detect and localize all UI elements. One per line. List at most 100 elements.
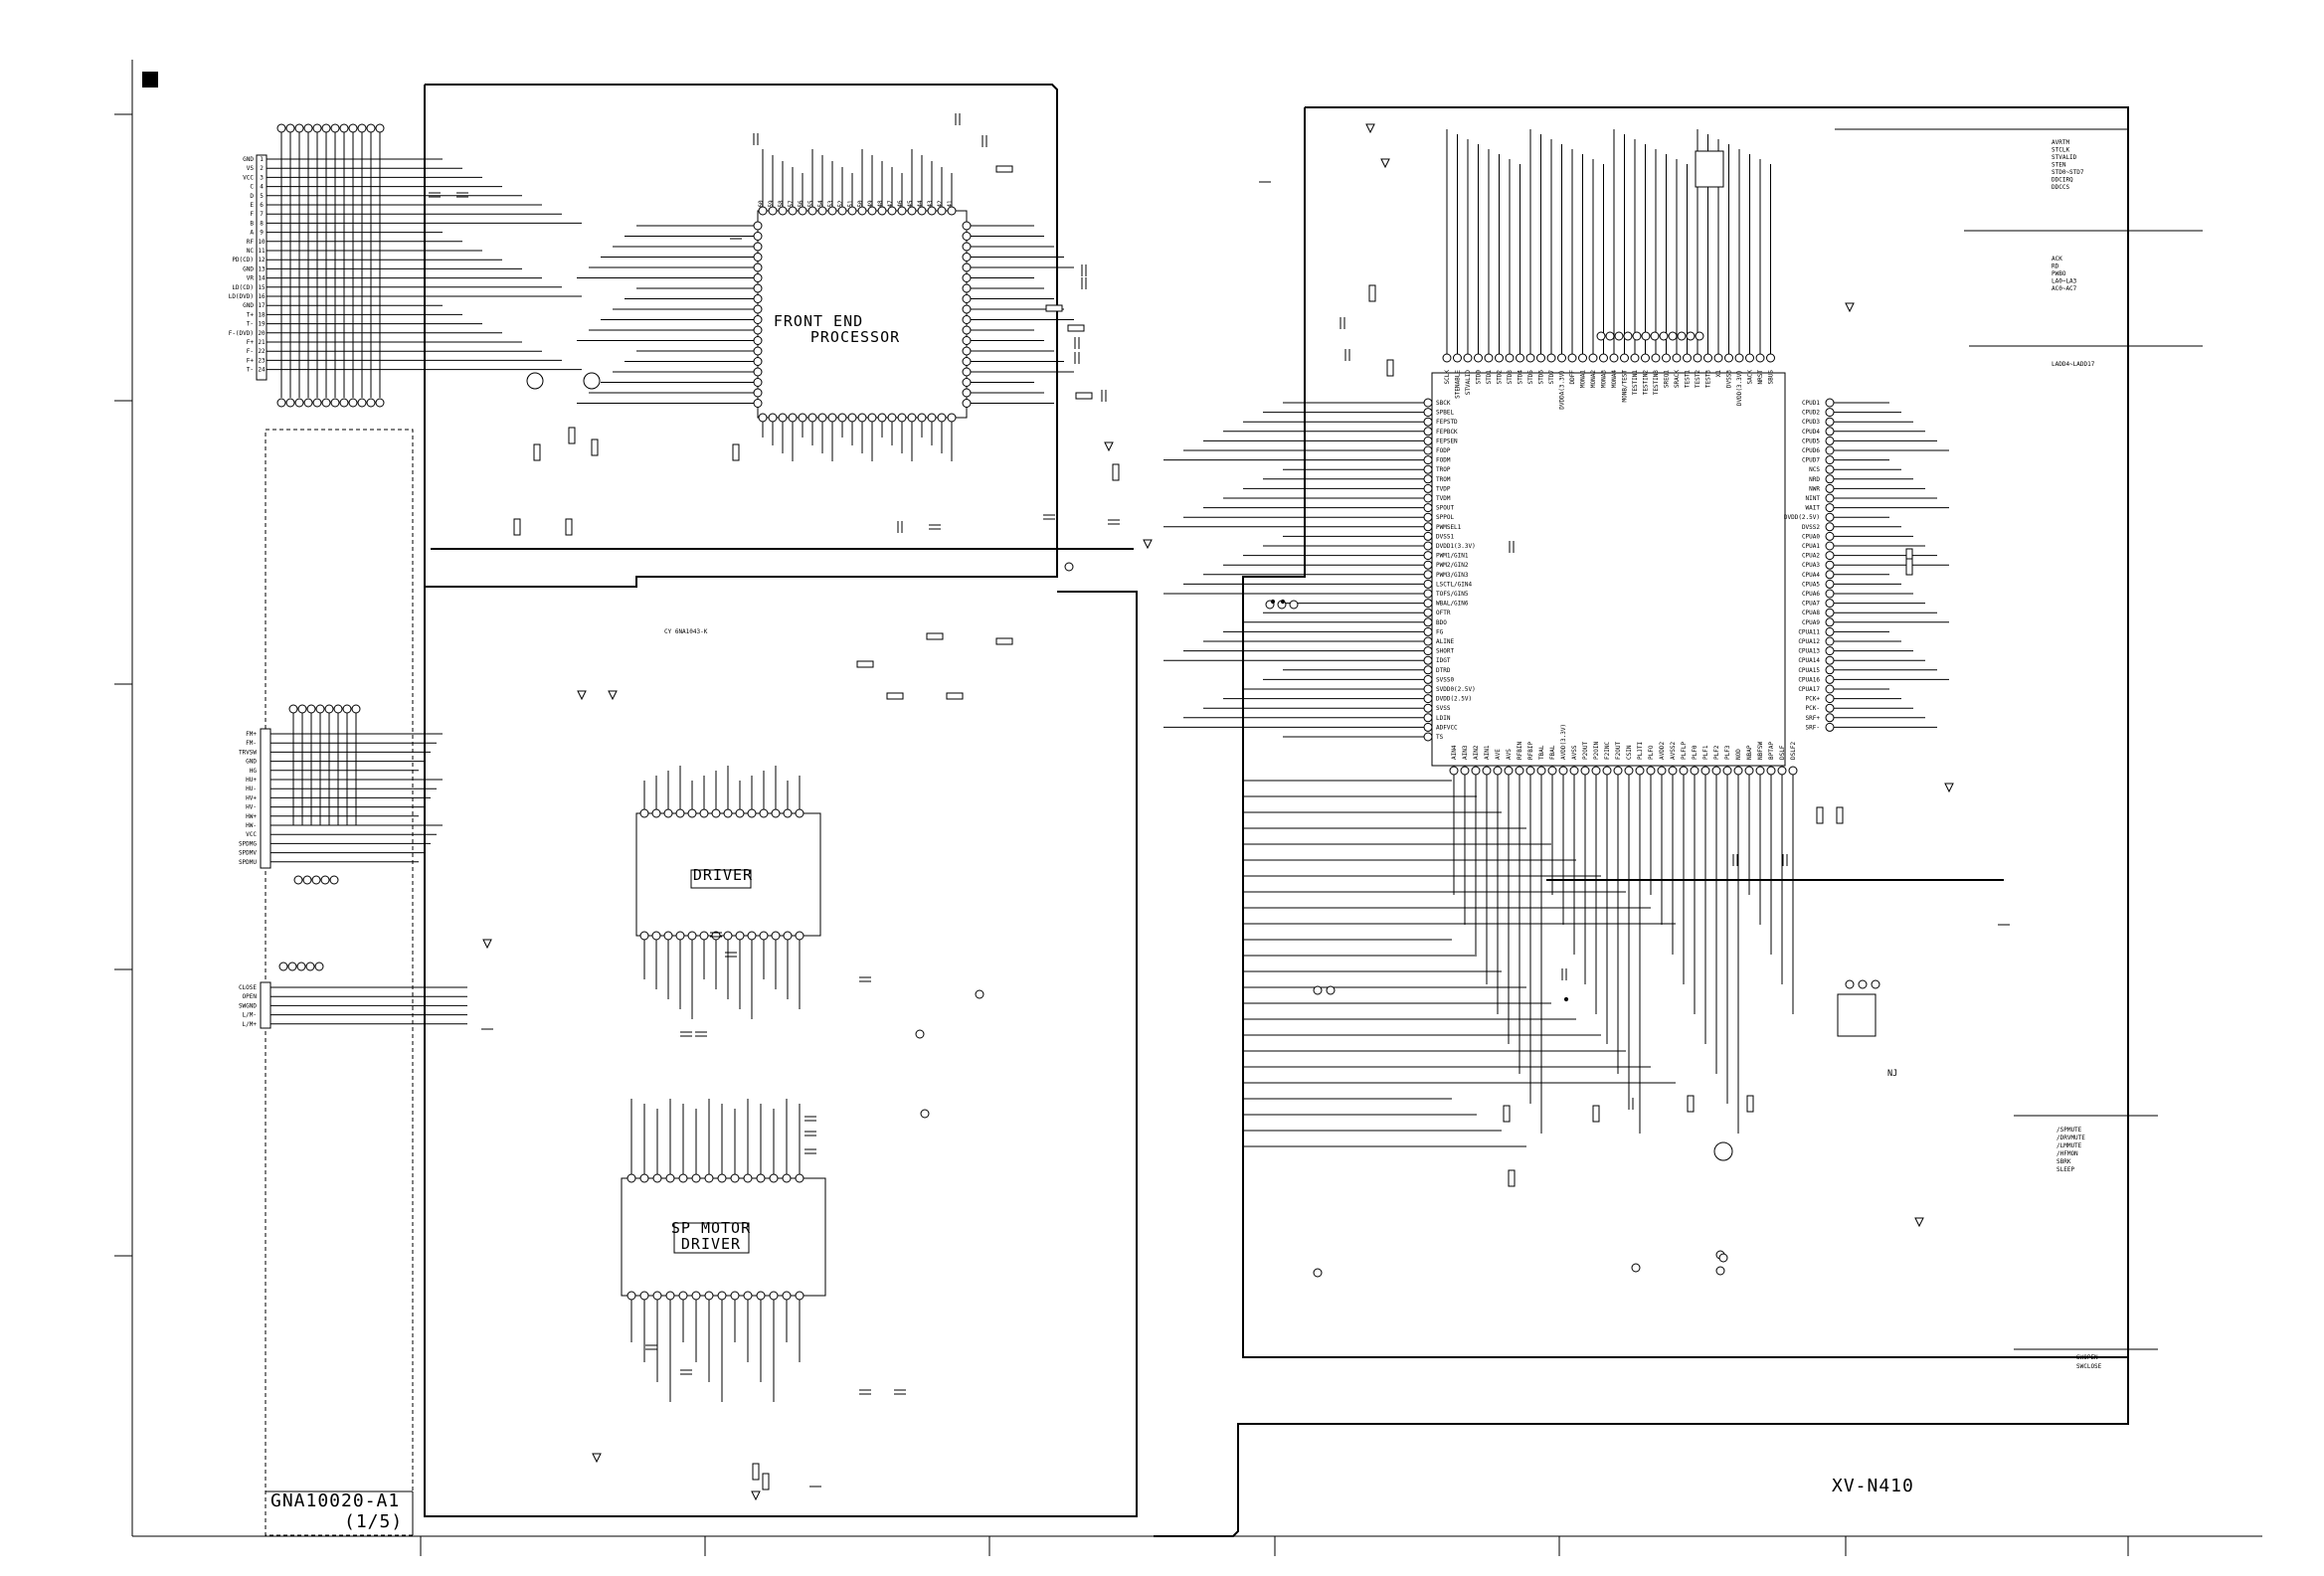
- cn1-pin-number: 10: [258, 239, 266, 246]
- test-point: [1536, 353, 1545, 363]
- test-point: [907, 206, 917, 216]
- dsp-right-pin: NWR: [1809, 485, 1820, 492]
- dsp-left-pin: ADFVCC: [1436, 724, 1458, 731]
- dsp-bottom-pin: FBAL: [1549, 745, 1556, 760]
- test-point: [375, 398, 385, 408]
- dsp-ic: [1431, 372, 1786, 767]
- test-point: [1602, 766, 1612, 776]
- test-point: [1599, 353, 1608, 363]
- test-point: [665, 1173, 675, 1183]
- test-point: [1825, 570, 1835, 580]
- test-point: [877, 413, 887, 423]
- test-point: [297, 704, 307, 714]
- dsp-left-pin: FEPSEN: [1436, 438, 1458, 444]
- test-point: [753, 273, 763, 282]
- test-point: [962, 273, 972, 282]
- dsp-top-pin: STD6: [1538, 370, 1545, 385]
- test-point: [329, 875, 339, 885]
- test-point: [1825, 684, 1835, 694]
- dsp-top-pin: STD5: [1527, 370, 1534, 385]
- test-point: [1635, 766, 1645, 776]
- dsp-right-pin: CPUA0: [1802, 533, 1820, 540]
- dsp-left-pin: LDIN: [1436, 715, 1451, 722]
- test-point: [795, 1291, 804, 1301]
- cn1-pin-label: F-: [247, 348, 254, 355]
- test-point: [1423, 722, 1433, 732]
- test-point: [1463, 353, 1473, 363]
- test-point: [351, 704, 361, 714]
- dsp-top-pin: STD1: [1486, 370, 1493, 385]
- cn3-pin-label: CLOSE: [239, 984, 257, 991]
- test-point: [1423, 617, 1433, 627]
- resistor: [1075, 392, 1093, 400]
- connector-cn1: [256, 154, 268, 381]
- test-point: [691, 1291, 701, 1301]
- junction-dot: [1563, 996, 1569, 1002]
- supply-symbol: [608, 690, 618, 701]
- test-point: [1620, 353, 1629, 363]
- test-point: [1825, 417, 1835, 427]
- test-point: [1825, 626, 1835, 636]
- test-point: [339, 123, 349, 133]
- fep-pin-number: 58: [778, 200, 785, 208]
- dsp-top-pin: DVDD(3.3V): [1736, 370, 1743, 406]
- cn2-pin-label: HV-: [246, 804, 257, 811]
- bus-label: LADD4~LADD17: [2052, 361, 2095, 368]
- resistor: [1045, 304, 1063, 312]
- test-point: [1755, 353, 1765, 363]
- supply-symbol: [577, 690, 587, 701]
- test-point: [375, 123, 385, 133]
- dsp-bottom-pin: NBAP: [1746, 745, 1753, 760]
- dsp-right-pin: CPUD1: [1802, 400, 1820, 407]
- cn2-pin-label: HU-: [246, 786, 257, 792]
- test-point: [1700, 766, 1710, 776]
- test-point: [1423, 732, 1433, 742]
- dsp-right-pin: WAIT: [1806, 505, 1821, 512]
- cn1-pin-label: F+: [247, 339, 255, 346]
- test-point: [1657, 766, 1667, 776]
- test-point: [1718, 1253, 1728, 1263]
- dsp-top-pin: TEST1: [1685, 370, 1692, 388]
- test-point: [1460, 766, 1470, 776]
- supply-symbol: [1104, 441, 1114, 452]
- dsp-bottom-pin: AVE: [1495, 749, 1502, 760]
- test-point: [1651, 353, 1661, 363]
- cn2-pin-label: GND: [246, 759, 257, 766]
- test-point: [294, 123, 304, 133]
- dsp-left-pin: SPPOL: [1436, 514, 1454, 521]
- test-point: [723, 931, 733, 941]
- dsp-bottom-pin: TBAL: [1538, 745, 1545, 760]
- test-point: [1423, 483, 1433, 493]
- dsp-left-pin: TROP: [1436, 466, 1451, 473]
- test-point: [303, 123, 313, 133]
- cn1-pin-number: 22: [258, 348, 266, 355]
- dsp-top-pin: TESTIN2: [1643, 370, 1650, 396]
- test-point: [758, 206, 768, 216]
- test-point: [1825, 464, 1835, 474]
- test-point: [711, 808, 721, 818]
- resistor: [1592, 1105, 1600, 1123]
- cn1-pin-label: T+: [247, 311, 255, 318]
- test-point: [962, 367, 972, 377]
- test-point: [937, 413, 947, 423]
- test-point: [1755, 766, 1765, 776]
- test-point: [1744, 766, 1754, 776]
- connector-cn3: [260, 981, 271, 1029]
- test-point: [699, 808, 709, 818]
- dsp-left-pin: WBAL/GIN6: [1436, 601, 1469, 608]
- dsp-left-pin: PWM1/GIN1: [1436, 553, 1469, 560]
- cn1-pin-number: 24: [258, 367, 266, 374]
- test-point: [962, 263, 972, 272]
- test-point: [1423, 665, 1433, 675]
- fep-title-1: FRONT END: [774, 312, 863, 330]
- dsp-top-pin: MONB/TEST: [1622, 370, 1629, 403]
- fep-pin-number: 54: [817, 200, 824, 208]
- fep-pin-number: 45: [907, 200, 914, 208]
- test-point: [723, 808, 733, 818]
- test-point: [927, 206, 937, 216]
- fep-pin-number: 59: [768, 200, 775, 208]
- dsp-left-pin: IDGT: [1436, 657, 1451, 664]
- test-point: [1423, 493, 1433, 503]
- bus-label: STCLK: [2052, 147, 2069, 154]
